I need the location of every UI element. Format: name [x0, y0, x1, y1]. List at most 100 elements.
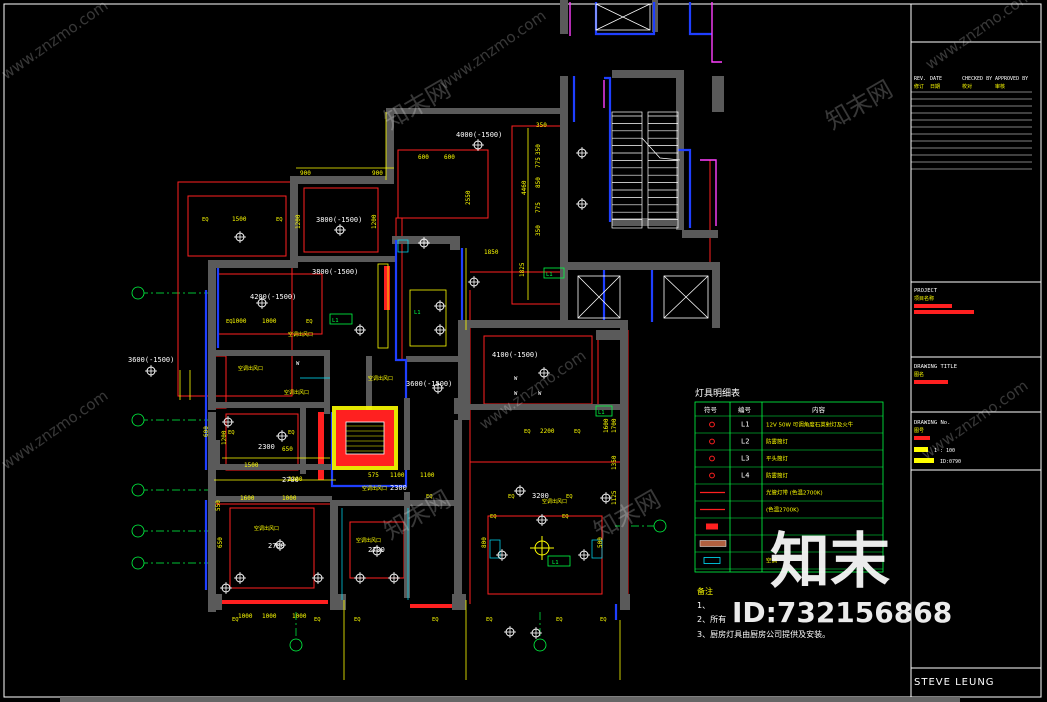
cyan-structure	[300, 239, 603, 600]
watermark-site-4: www.znzmo.com	[476, 346, 589, 433]
eq-tag: EQ	[562, 514, 569, 520]
room-ceiling-label: 3800(-1500)	[312, 268, 358, 276]
legend-desc: 平头筒灯	[766, 455, 789, 463]
drawing-title-label: DRAWING TITLE	[914, 364, 957, 370]
drawing-no-label: DRAWING No.	[914, 420, 950, 426]
legend-desc: 防雾筒灯	[766, 472, 789, 480]
grid-bubbles	[131, 286, 667, 652]
eq-tag: EQ	[486, 617, 493, 623]
vent-tag: 空调出风口	[356, 537, 381, 544]
dimension-label: 1500	[232, 216, 247, 223]
dimension-label: 650	[282, 446, 293, 453]
dimension-label: 2300	[288, 476, 303, 483]
dimension-label: 775	[535, 157, 542, 168]
dimension-label: 350	[535, 225, 542, 236]
room-ceiling-label: 3600(-1500)	[406, 380, 452, 388]
notes-title: 备注	[697, 586, 713, 596]
vent-tag: 空调出风口	[254, 525, 279, 532]
dimension-label: 1200	[221, 430, 228, 445]
note-2: 2、所有	[697, 614, 726, 624]
tag-l1: L1	[332, 318, 339, 324]
vent-tag: 空调出风口	[362, 485, 387, 492]
approved-cn: 审核	[995, 83, 1005, 90]
dimension-label: 2550	[465, 190, 472, 205]
dimension-label: 4460	[521, 180, 528, 195]
dimension-label: 1100	[420, 472, 435, 479]
dimension-label: 850	[535, 177, 542, 188]
vent-tag: 空调出风口	[542, 498, 567, 505]
eq-tag: EQ	[276, 217, 283, 223]
notes: 备注 1、 2、所有 3、厨房灯具由厨房公司提供及安装。	[697, 586, 830, 639]
legend-code: L4	[741, 472, 749, 480]
dimension-label: 1000	[262, 318, 277, 325]
dimension-label: 1600	[240, 495, 255, 502]
eq-tag: EQ	[566, 494, 573, 500]
eq-tag: EQ	[288, 430, 295, 436]
tag-w: W	[296, 361, 300, 367]
dimension-label: 575	[368, 472, 379, 479]
room-ceiling-label: 2300	[390, 484, 407, 492]
dimension-label: 1100	[390, 472, 405, 479]
room-ceiling-label: 4000(-1500)	[456, 131, 502, 139]
dimension-label: 650	[217, 537, 224, 548]
dimension-label: 600	[444, 154, 455, 161]
dimension-label: 800	[481, 537, 488, 548]
eq-tag: EQ	[432, 617, 439, 623]
drawing-no-cn: 图号	[914, 428, 924, 434]
eq-tag: EQ	[508, 494, 515, 500]
approved-header: APPROVED BY	[995, 76, 1028, 82]
project-cn: 项目名称	[914, 295, 934, 302]
vent-tag: 空调出风口	[238, 365, 263, 372]
tag-l1: L1	[598, 410, 605, 416]
eq-tag: EQ	[574, 429, 581, 435]
watermarks: www.znzmo.com www.znzmo.com www.znzmo.co…	[0, 0, 1035, 629]
lift-shafts	[577, 3, 709, 319]
dimension-label: 350	[535, 144, 542, 155]
yellow-structure	[179, 112, 621, 680]
dimension-label: 1000	[262, 613, 277, 620]
eq-tag: EQ	[426, 494, 433, 500]
tag-l1: L1	[552, 560, 559, 566]
legend-desc: 防雾筒灯	[766, 438, 789, 446]
tag-w: W	[538, 391, 542, 397]
vent-tag: 空调出风口	[368, 375, 393, 382]
date-cn: 日期	[930, 84, 940, 90]
blue-walls	[204, 2, 712, 620]
legend-code: L3	[741, 455, 749, 463]
legend-title: 灯具明细表	[695, 387, 740, 399]
dimension-label: 2200	[540, 428, 555, 435]
eq-tag: EQ	[600, 617, 607, 623]
stair-void	[332, 406, 398, 470]
eq-tag: EQ	[228, 430, 235, 436]
dimension-label: 1850	[484, 249, 499, 256]
tag-l1: L1	[414, 310, 421, 316]
title-block: REV. DATE CHECKED BY APPROVED BY 修订 日期 校…	[911, 41, 1041, 688]
legend-header-content: 内容	[812, 405, 826, 414]
eq-tag: EQ	[306, 319, 313, 325]
watermark-id: ID:732156868	[732, 596, 952, 629]
room-ceiling-label: 2700	[268, 542, 285, 550]
legend-desc: 12V 50W 可调角度石英射灯及火牛	[766, 421, 854, 429]
legend-code: L1	[741, 421, 749, 429]
eq-tag: EQ	[314, 617, 321, 623]
dimension-label: 1500	[244, 462, 259, 469]
note-3: 3、厨房灯具由厨房公司提供及安装。	[697, 629, 830, 639]
room-ceiling-label: 4200(-1500)	[250, 293, 296, 301]
room-ceiling-label: 3800(-1500)	[316, 216, 362, 224]
watermark-cn-4: 知末网	[379, 485, 455, 545]
room-ceiling-label: 2300	[258, 443, 275, 451]
dimension-label: 1825	[519, 262, 526, 277]
tag-w: W	[514, 376, 518, 382]
project-label: PROJECT	[914, 288, 938, 294]
date-header: DATE	[930, 76, 942, 82]
checked-header: CHECKED BY	[962, 76, 992, 82]
legend-desc: (色温2700K)	[766, 506, 799, 514]
grid-axes	[140, 292, 660, 640]
dimension-label: 1200	[371, 214, 378, 229]
dimension-label: 550	[215, 500, 222, 511]
dimension-label: 1000	[232, 318, 247, 325]
thick-red-bands	[222, 266, 454, 608]
legend-desc: 光管灯带 (色温2700K)	[766, 489, 823, 497]
